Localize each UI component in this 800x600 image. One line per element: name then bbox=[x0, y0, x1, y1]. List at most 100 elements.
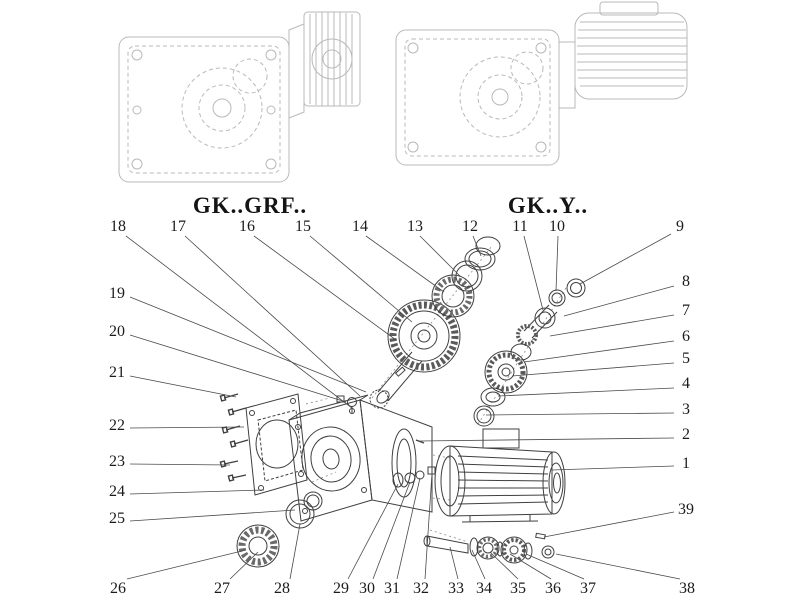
leader-line-27 bbox=[229, 551, 259, 580]
leader-line-16 bbox=[253, 235, 397, 341]
callout-15: 15 bbox=[295, 218, 311, 235]
leader-line-31 bbox=[396, 477, 421, 580]
gear-shaft bbox=[369, 351, 423, 409]
leader-line-29 bbox=[347, 483, 399, 580]
leader-line-5 bbox=[511, 362, 675, 377]
callout-38: 38 bbox=[679, 580, 695, 597]
leader-line-19 bbox=[129, 296, 367, 393]
callout-27: 27 bbox=[214, 580, 230, 597]
callout-2: 2 bbox=[682, 426, 690, 443]
ball-bearing bbox=[431, 274, 475, 318]
callout-28: 28 bbox=[274, 580, 290, 597]
callout-37: 37 bbox=[580, 580, 596, 597]
leader-line-21 bbox=[129, 375, 237, 398]
leader-line-34 bbox=[471, 549, 486, 580]
leader-line-28 bbox=[289, 523, 301, 580]
seal-and-key-parts bbox=[392, 439, 436, 488]
leader-line-4 bbox=[497, 387, 675, 397]
callout-14: 14 bbox=[352, 218, 368, 235]
callout-30: 30 bbox=[359, 580, 375, 597]
leader-line-18 bbox=[125, 235, 353, 409]
callout-8: 8 bbox=[682, 273, 690, 290]
leader-line-22 bbox=[129, 426, 245, 429]
assembled-view-gky bbox=[395, 1, 688, 166]
callout-12: 12 bbox=[462, 218, 478, 235]
callout-29: 29 bbox=[333, 580, 349, 597]
callout-23: 23 bbox=[109, 453, 125, 470]
exploded-parts bbox=[219, 236, 586, 568]
callout-11: 11 bbox=[512, 218, 528, 235]
leader-line-8 bbox=[563, 285, 675, 317]
flange-plate bbox=[245, 393, 308, 496]
callout-3: 3 bbox=[682, 401, 690, 418]
callout-39: 39 bbox=[678, 501, 694, 518]
leader-line-35 bbox=[489, 551, 519, 580]
helical-gear bbox=[387, 299, 461, 373]
callout-9: 9 bbox=[676, 218, 684, 235]
leader-line-9 bbox=[579, 233, 672, 285]
leader-line-15 bbox=[309, 235, 413, 323]
callout-13: 13 bbox=[407, 218, 423, 235]
callout-34: 34 bbox=[476, 580, 492, 597]
callout-5: 5 bbox=[682, 350, 690, 367]
leader-line-17 bbox=[184, 235, 361, 397]
leader-lines bbox=[125, 233, 681, 580]
callout-17: 17 bbox=[170, 218, 186, 235]
callout-10: 10 bbox=[549, 218, 565, 235]
callout-20: 20 bbox=[109, 323, 125, 340]
leader-line-14 bbox=[365, 235, 445, 293]
callout-21: 21 bbox=[109, 364, 125, 381]
variant-title-gky: GK..Y.. bbox=[507, 193, 589, 218]
leader-line-30 bbox=[372, 481, 411, 580]
leader-line-33 bbox=[449, 546, 459, 580]
seal-rings bbox=[464, 236, 501, 271]
callout-22: 22 bbox=[109, 417, 125, 434]
callout-7: 7 bbox=[682, 302, 690, 319]
bearing-race bbox=[451, 260, 483, 292]
callout-32: 32 bbox=[413, 580, 429, 597]
callout-25: 25 bbox=[109, 510, 125, 527]
leader-line-26 bbox=[126, 549, 247, 580]
leader-line-3 bbox=[485, 412, 675, 416]
callout-26: 26 bbox=[110, 580, 126, 597]
leader-line-12 bbox=[472, 235, 482, 257]
callout-4: 4 bbox=[682, 375, 690, 392]
stud-bolts bbox=[219, 393, 249, 482]
taper-bearing-set bbox=[236, 491, 323, 568]
leader-line-36 bbox=[509, 553, 552, 580]
leader-line-38 bbox=[555, 553, 681, 580]
electric-motor bbox=[434, 428, 566, 523]
callout-19: 19 bbox=[109, 285, 125, 302]
leader-line-37 bbox=[525, 553, 585, 580]
callout-16: 16 bbox=[239, 218, 255, 235]
leader-line-10 bbox=[555, 235, 559, 292]
bevel-gear-stack bbox=[473, 343, 532, 427]
leader-line-1 bbox=[551, 465, 675, 471]
leader-line-20 bbox=[129, 334, 347, 403]
callout-31: 31 bbox=[384, 580, 400, 597]
callout-18: 18 bbox=[110, 218, 126, 235]
leader-line-6 bbox=[523, 340, 675, 363]
leader-line-32 bbox=[424, 472, 433, 580]
leader-line-11 bbox=[523, 235, 544, 311]
callout-36: 36 bbox=[545, 580, 561, 597]
leader-line-2 bbox=[419, 437, 675, 442]
gear-housing bbox=[288, 394, 433, 522]
callout-24: 24 bbox=[109, 483, 125, 500]
input-pinion bbox=[516, 278, 586, 346]
leader-line-13 bbox=[419, 235, 461, 277]
assembly-axes bbox=[305, 245, 567, 543]
leader-line-25 bbox=[129, 509, 296, 522]
leader-line-39 bbox=[543, 511, 675, 538]
callout-33: 33 bbox=[448, 580, 464, 597]
leader-line-23 bbox=[129, 463, 231, 466]
callout-1: 1 bbox=[682, 455, 690, 472]
leader-line-24 bbox=[129, 489, 265, 495]
output-shaft-assembly bbox=[423, 532, 555, 564]
callout-35: 35 bbox=[510, 580, 526, 597]
callout-6: 6 bbox=[682, 328, 690, 345]
assembled-view-gkgrf bbox=[118, 11, 361, 183]
variant-title-gkgrf: GK..GRF.. bbox=[192, 193, 308, 218]
